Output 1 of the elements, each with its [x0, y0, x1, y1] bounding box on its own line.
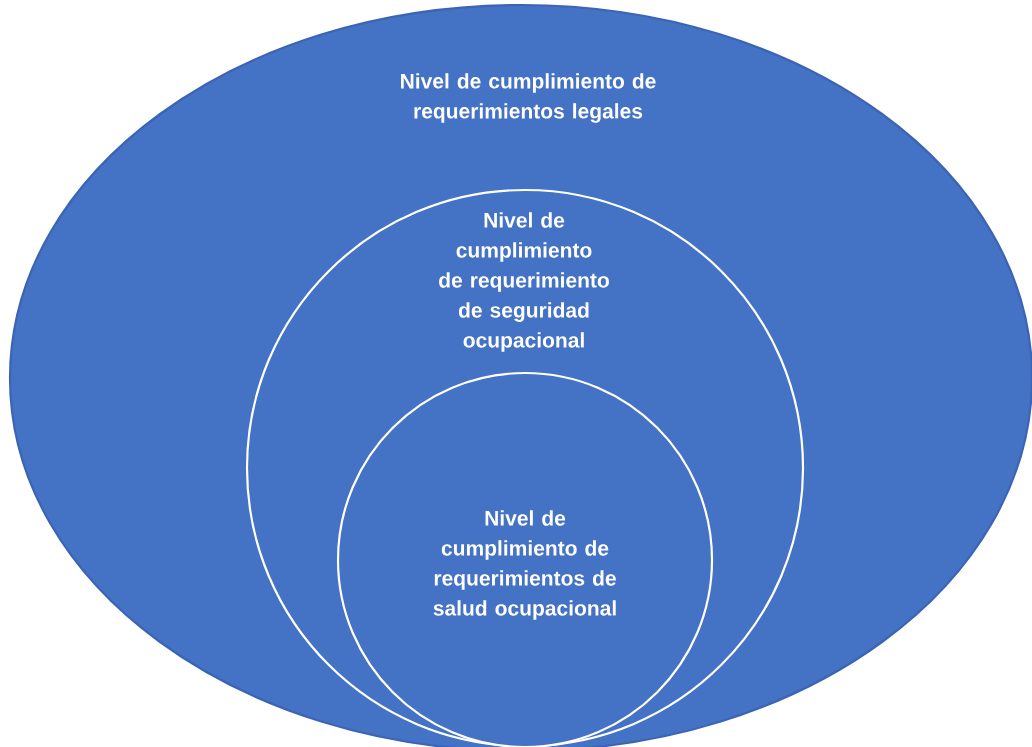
node-label: Nivel de cumplimiento de requerimientos de salud ocupacional [433, 510, 616, 620]
